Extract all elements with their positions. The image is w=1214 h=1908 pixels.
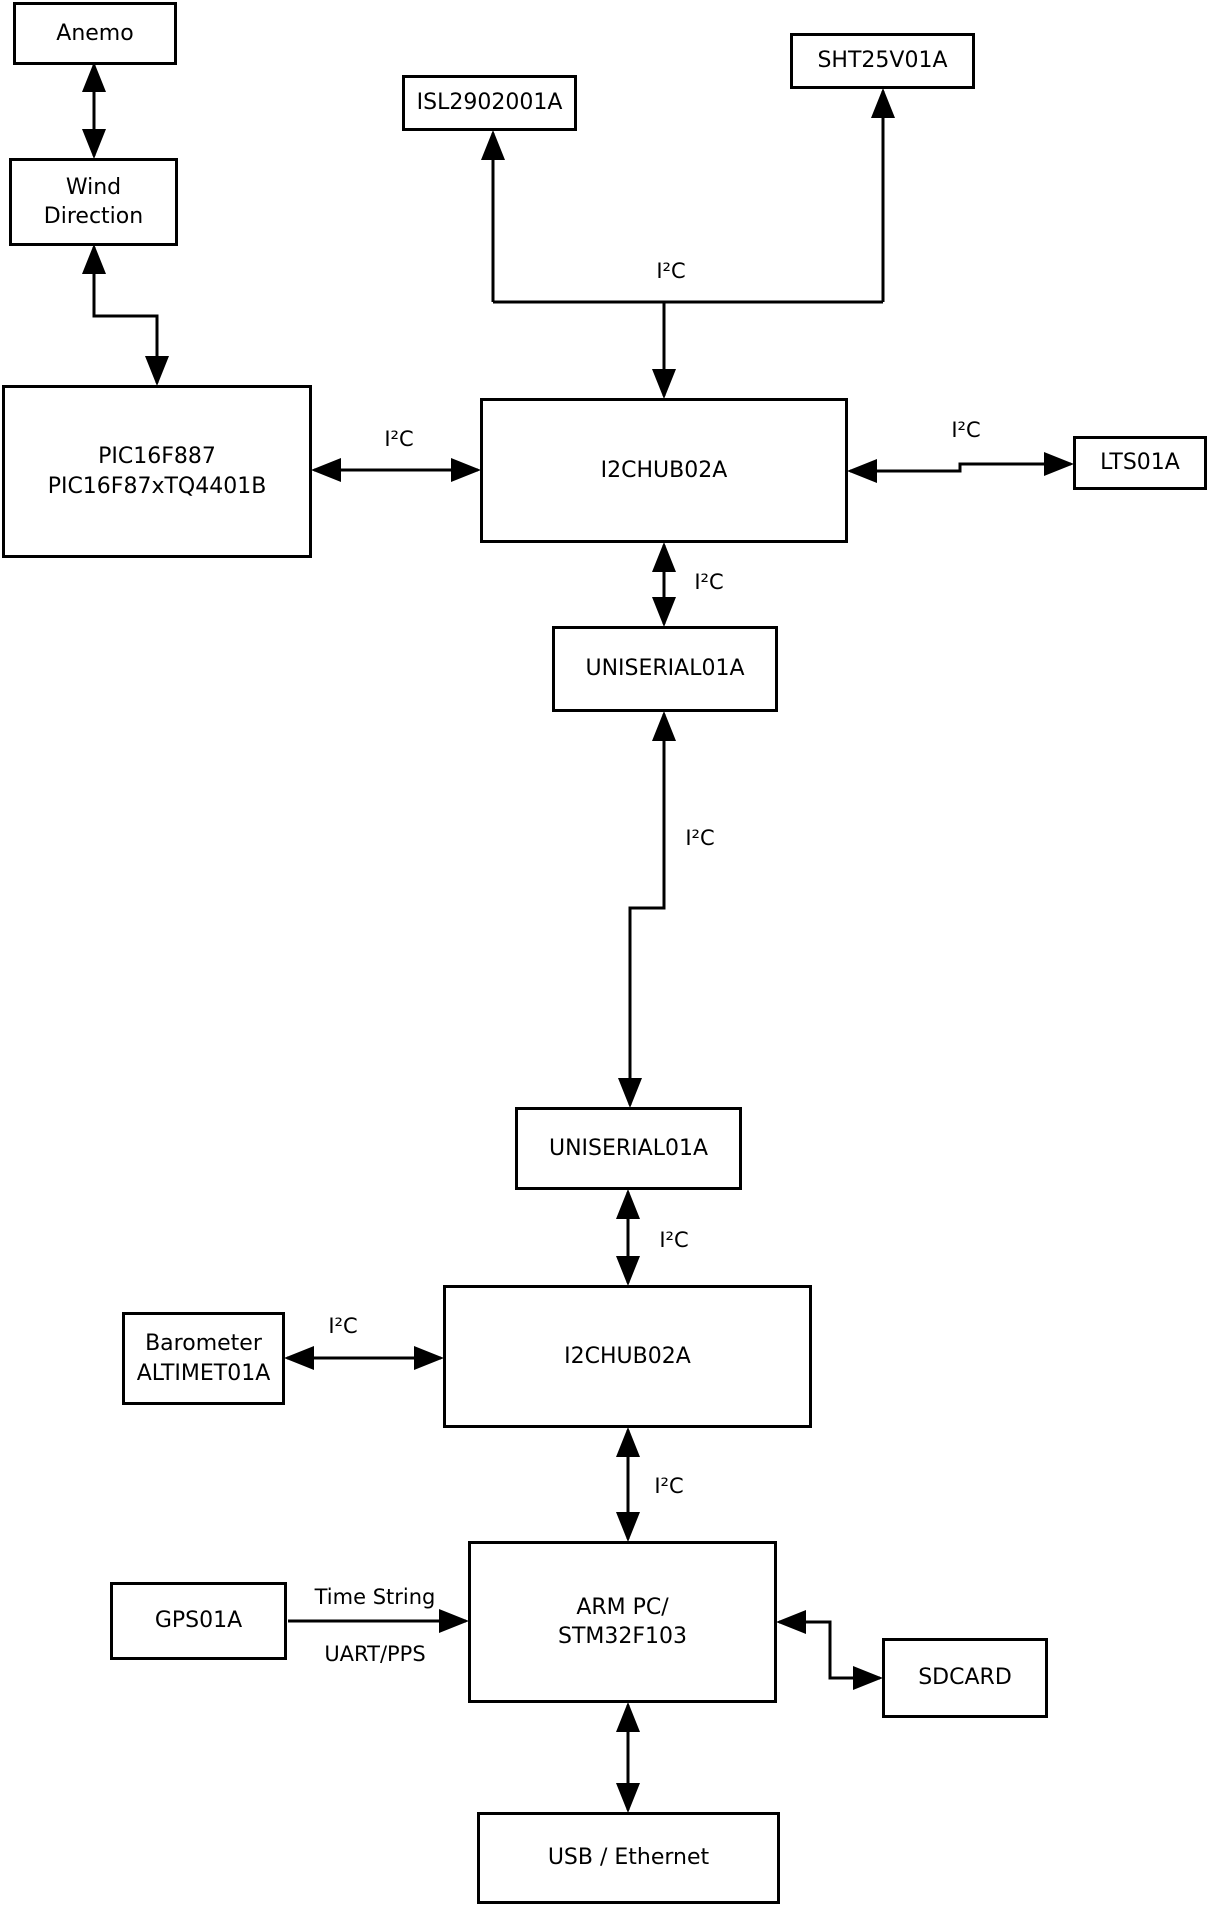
node-sdcard: SDCARD — [882, 1638, 1048, 1718]
node-sdcard-label: SDCARD — [918, 1665, 1012, 1691]
node-lts01a-label: LTS01A — [1100, 450, 1180, 476]
edge-armpc-sdcard — [776, 1610, 883, 1690]
node-sht25v01a: SHT25V01A — [790, 33, 975, 89]
node-i2chub02a-top-label: I2CHUB02A — [600, 457, 728, 483]
node-pic16f887-label: PIC16F887 PIC16F87xTQ4401B — [47, 444, 267, 499]
node-pic16f887: PIC16F887 PIC16F87xTQ4401B — [2, 385, 312, 558]
node-arm-pc-stm32f103-label: ARM PC/ STM32F103 — [557, 1594, 688, 1649]
node-wind-direction-label: Wind Direction — [43, 174, 144, 229]
node-uniserial01a-top: UNISERIAL01A — [552, 626, 778, 712]
node-i2chub02a-bottom-label: I2CHUB02A — [564, 1343, 691, 1369]
node-anemo-label: Anemo — [56, 20, 134, 46]
node-i2chub02a-top: I2CHUB02A — [480, 398, 848, 543]
node-i2chub02a-bottom: I2CHUB02A — [443, 1285, 812, 1428]
node-isl2902001a: ISL2902001A — [402, 75, 577, 131]
node-uniserial01a-top-label: UNISERIAL01A — [585, 656, 745, 682]
edge-label-i2c-bus: I²C — [656, 259, 686, 283]
node-usb-ethernet-label: USB / Ethernet — [547, 1845, 710, 1871]
edge-label-i2c-baro-hub2: I²C — [328, 1314, 358, 1338]
edge-label-i2c-uniserial2-hub2: I²C — [659, 1228, 689, 1252]
node-wind-direction: Wind Direction — [9, 158, 178, 246]
edge-wind-pic — [82, 244, 169, 386]
node-usb-ethernet: USB / Ethernet — [477, 1812, 780, 1904]
node-isl2902001a-label: ISL2902001A — [416, 90, 563, 116]
node-gps01a: GPS01A — [110, 1582, 287, 1660]
edge-label-uart-pps: UART/PPS — [324, 1642, 426, 1666]
edge-label-i2c-hub-lts: I²C — [951, 418, 981, 442]
edge-label-i2c-uniserial1-uniserial2: I²C — [685, 826, 715, 850]
edge-label-i2c-hub1-uniserial1: I²C — [694, 570, 724, 594]
node-anemo: Anemo — [13, 2, 177, 65]
edge-label-i2c-pic-hub: I²C — [384, 427, 414, 451]
node-barometer-altimet01a: Barometer ALTIMET01A — [122, 1312, 285, 1405]
edge-label-i2c-hub2-armpc: I²C — [654, 1474, 684, 1498]
edge-label-time-string: Time String — [314, 1585, 436, 1609]
edge-uniserial1-uniserial2 — [618, 711, 676, 1108]
node-gps01a-label: GPS01A — [154, 1608, 243, 1634]
node-uniserial01a-bottom: UNISERIAL01A — [515, 1107, 742, 1190]
edge-hub1-lts — [847, 452, 1074, 483]
node-uniserial01a-bottom-label: UNISERIAL01A — [548, 1135, 709, 1161]
node-lts01a: LTS01A — [1073, 436, 1207, 490]
node-arm-pc-stm32f103: ARM PC/ STM32F103 — [468, 1541, 777, 1703]
node-barometer-altimet01a-label: Barometer ALTIMET01A — [136, 1331, 271, 1386]
node-sht25v01a-label: SHT25V01A — [817, 48, 948, 74]
